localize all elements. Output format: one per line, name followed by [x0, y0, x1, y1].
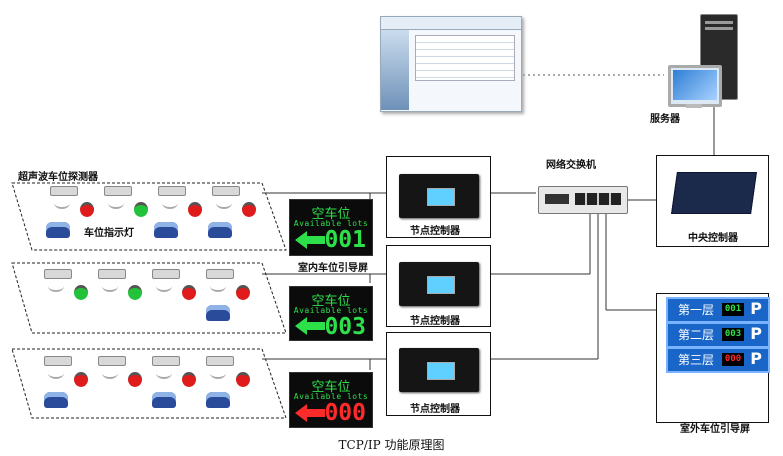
outdoor-sign-3: 第三层 000 P	[666, 347, 770, 373]
indicator-light-red	[188, 202, 202, 217]
sound-wave-icon	[216, 197, 232, 209]
sound-wave-icon	[162, 197, 178, 209]
sound-wave-icon	[156, 280, 172, 292]
sound-wave-icon	[48, 367, 64, 379]
indoor-screen-1-count: 001	[324, 227, 366, 253]
network-switch	[538, 186, 628, 214]
ultrasonic-detector	[44, 269, 72, 279]
indicator-light-red	[236, 285, 250, 300]
sound-wave-icon	[54, 197, 70, 209]
ultrasonic-detector	[50, 186, 78, 196]
zone-2-outline	[11, 262, 287, 334]
outdoor-sign-1-floor: 第一层	[678, 303, 715, 317]
indoor-screen-2: 空车位 Available lots 003	[289, 286, 373, 341]
sound-wave-icon	[48, 280, 64, 292]
node-controller-3-label: 节点控制器	[410, 404, 460, 415]
ultrasonic-detector	[158, 186, 186, 196]
sound-wave-icon	[108, 197, 124, 209]
node-controller-2	[399, 262, 479, 306]
outdoor-sign-2-count: 003	[722, 328, 744, 341]
indicator-light-red	[128, 372, 142, 387]
indoor-screen-3-title: 空车位	[311, 380, 351, 395]
outdoor-screen-label: 室外车位引导屏	[680, 424, 750, 435]
outdoor-sign-1: 第一层 001 P	[666, 297, 770, 323]
sound-wave-icon	[102, 367, 118, 379]
indoor-screen-3-count: 000	[324, 400, 366, 426]
node-controller-1	[399, 174, 479, 218]
server-monitor	[668, 65, 722, 107]
outdoor-sign-2: 第二层 003 P	[666, 322, 770, 348]
sound-wave-icon	[210, 280, 226, 292]
indicator-label: 车位指示灯	[84, 228, 134, 239]
indicator-light-red	[80, 202, 94, 217]
sound-wave-icon	[156, 367, 172, 379]
indoor-screen-2-subtitle: Available lots	[293, 306, 369, 315]
outdoor-sign-1-count: 001	[722, 303, 744, 316]
outdoor-sign-2-floor: 第二层	[678, 328, 715, 342]
car-icon	[206, 305, 230, 321]
ultrasonic-detector	[152, 269, 180, 279]
indicator-light-green	[74, 285, 88, 300]
indicator-light-green	[134, 202, 148, 217]
software-screenshot	[380, 16, 522, 112]
arrow-left-icon	[295, 231, 325, 249]
indoor-screen-1-title: 空车位	[311, 207, 351, 222]
arrow-left-icon	[295, 317, 325, 335]
car-icon	[152, 392, 176, 408]
outdoor-sign-3-symbol: P	[750, 349, 762, 368]
indicator-light-red	[182, 285, 196, 300]
indoor-screen-label: 室内车位引导屏	[298, 263, 368, 274]
outdoor-sign-3-floor: 第三层	[678, 353, 715, 367]
detector-label: 超声波车位探测器	[18, 172, 98, 183]
outdoor-sign-2-symbol: P	[750, 324, 762, 343]
car-icon	[206, 392, 230, 408]
indicator-light-red	[74, 372, 88, 387]
car-icon	[44, 392, 68, 408]
ultrasonic-detector	[104, 186, 132, 196]
outdoor-sign-1-symbol: P	[750, 299, 762, 318]
indicator-light-red	[182, 372, 196, 387]
car-icon	[154, 222, 178, 238]
ultrasonic-detector	[212, 186, 240, 196]
ultrasonic-detector	[206, 356, 234, 366]
zone-1-outline	[11, 182, 287, 251]
ultrasonic-detector	[206, 269, 234, 279]
node-controller-1-label: 节点控制器	[410, 226, 460, 237]
indicator-light-green	[128, 285, 142, 300]
outdoor-sign-3-count: 000	[722, 353, 744, 366]
central-controller-label: 中央控制器	[688, 233, 738, 244]
sound-wave-icon	[210, 367, 226, 379]
node-controller-3	[399, 348, 479, 392]
diagram-caption: TCP/IP 功能原理图	[338, 438, 445, 452]
indoor-screen-2-count: 003	[324, 314, 366, 340]
zone-3-outline	[11, 348, 287, 419]
car-icon	[208, 222, 232, 238]
arrow-left-icon	[295, 404, 325, 422]
indoor-screen-3-subtitle: Available lots	[293, 392, 369, 401]
indoor-screen-1: 空车位 Available lots 001	[289, 199, 373, 256]
ultrasonic-detector	[98, 269, 126, 279]
sound-wave-icon	[102, 280, 118, 292]
ultrasonic-detector	[98, 356, 126, 366]
switch-label: 网络交换机	[546, 160, 596, 171]
indicator-light-red	[242, 202, 256, 217]
indicator-light-red	[236, 372, 250, 387]
car-icon	[46, 222, 70, 238]
indoor-screen-2-title: 空车位	[311, 294, 351, 309]
server-stand	[686, 104, 702, 108]
node-controller-2-label: 节点控制器	[410, 316, 460, 327]
server-label: 服务器	[650, 114, 680, 125]
indoor-screen-3: 空车位 Available lots 000	[289, 372, 373, 428]
ultrasonic-detector	[44, 356, 72, 366]
ultrasonic-detector	[152, 356, 180, 366]
indoor-screen-1-subtitle: Available lots	[293, 219, 369, 228]
central-controller-device	[671, 172, 757, 214]
